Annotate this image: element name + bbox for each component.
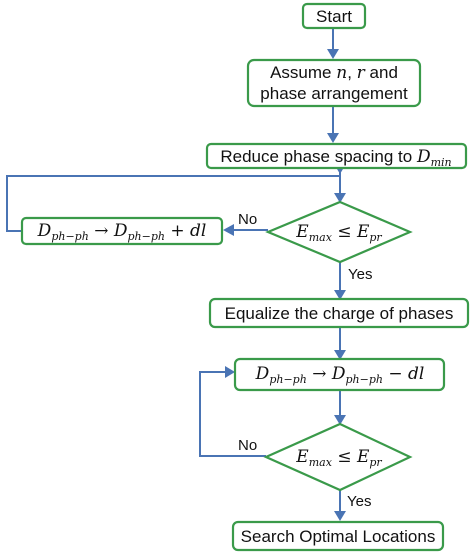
- assume-node: Assume n, r and phase arrangement: [246, 58, 422, 108]
- assume-line2: phase arrangement: [260, 84, 408, 103]
- equalize-label: Equalize the charge of phases: [225, 304, 454, 323]
- reduce-var: D: [416, 147, 431, 167]
- arrowhead: [334, 350, 346, 360]
- assume-and: and: [370, 63, 398, 82]
- assume-line1: Assume n, r and: [270, 63, 398, 83]
- no-label-2: No: [238, 437, 257, 454]
- reduce-sub: min: [431, 156, 452, 169]
- yes-label-1: Yes: [348, 266, 372, 283]
- increase-spacing-node: Dph−ph → Dph−ph + dl: [20, 216, 224, 246]
- equalize-node: Equalize the charge of phases: [208, 297, 470, 329]
- arrowhead: [223, 224, 234, 236]
- decision-2: Emax ≤ Epr: [263, 422, 413, 492]
- arrowhead: [334, 290, 346, 300]
- arrowhead: [334, 415, 346, 425]
- edge-decision2-no: [199, 371, 266, 457]
- decision-1: Emax ≤ Epr: [265, 200, 413, 264]
- search-node: Search Optimal Locations: [231, 520, 445, 552]
- reduce-prefix: Reduce phase spacing to: [220, 147, 412, 166]
- arrowhead: [334, 511, 346, 521]
- search-label: Search Optimal Locations: [241, 527, 436, 546]
- assume-n: n: [336, 63, 347, 83]
- decrease-spacing-label: Dph−ph → Dph−ph − dl: [255, 364, 425, 386]
- decrease-spacing-node: Dph−ph → Dph−ph − dl: [233, 357, 446, 392]
- yes-label-2: Yes: [347, 493, 371, 510]
- no-label-1: No: [238, 211, 257, 228]
- assume-prefix: Assume: [270, 63, 331, 82]
- decision-2-label: Emax ≤ Epr: [295, 447, 382, 469]
- increase-spacing-label: Dph−ph → Dph−ph + dl: [37, 221, 207, 243]
- reduce-node: Reduce phase spacing to Dmin: [205, 142, 468, 170]
- reduce-label: Reduce phase spacing to Dmin: [220, 147, 451, 169]
- start-label: Start: [316, 7, 352, 26]
- edge-loop1-back: [6, 175, 340, 232]
- start-node: Start: [301, 2, 367, 30]
- arrowhead: [334, 193, 346, 203]
- arrowhead: [327, 133, 339, 143]
- assume-comma: ,: [347, 63, 352, 82]
- assume-r: r: [357, 63, 366, 83]
- arrowhead: [327, 49, 339, 59]
- decision-1-label: Emax ≤ Epr: [295, 222, 382, 244]
- arrowhead: [225, 366, 235, 378]
